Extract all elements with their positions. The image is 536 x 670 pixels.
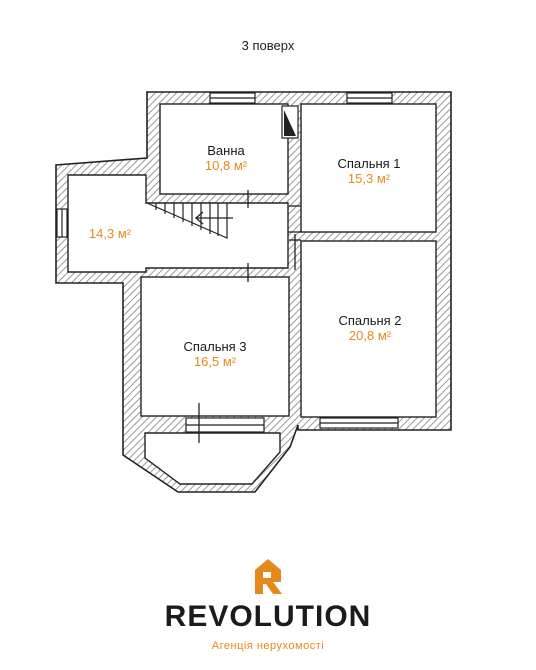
brand-tagline: Агенція нерухомості [211, 640, 325, 652]
room-area-hall: 14,3 м² [89, 226, 132, 241]
hall-room [67, 174, 289, 273]
room-name-bedroom3: Спальня 3 [183, 339, 246, 354]
staircase [146, 202, 228, 239]
room-name-bedroom2: Спальня 2 [338, 313, 401, 328]
room-name-bathroom: Ванна [207, 143, 245, 158]
bedroom3-room [140, 276, 290, 417]
room-name-bedroom1: Спальня 1 [337, 156, 400, 171]
room-area-bedroom3: 16,5 м² [194, 354, 237, 369]
bedroom1-room [300, 103, 437, 233]
ventilation-shaft [281, 105, 299, 139]
bedroom2-room [300, 240, 437, 418]
windows [56, 92, 399, 433]
floor-title: 3 поверх [241, 38, 295, 53]
floor-plan: Ванна 10,8 м² Спальня 1 15,3 м² 14,3 м² … [55, 91, 452, 493]
brand-name: REVOLUTION [164, 600, 372, 633]
bathroom-room [159, 103, 289, 195]
door-markers [198, 190, 301, 443]
room-area-bedroom2: 20,8 м² [349, 328, 392, 343]
bay-window [144, 432, 281, 485]
room-area-bathroom: 10,8 м² [205, 158, 248, 173]
room-area-bedroom1: 15,3 м² [348, 171, 391, 186]
stair-direction-arrow-icon [195, 211, 233, 225]
house-r-logo-icon [255, 559, 282, 594]
